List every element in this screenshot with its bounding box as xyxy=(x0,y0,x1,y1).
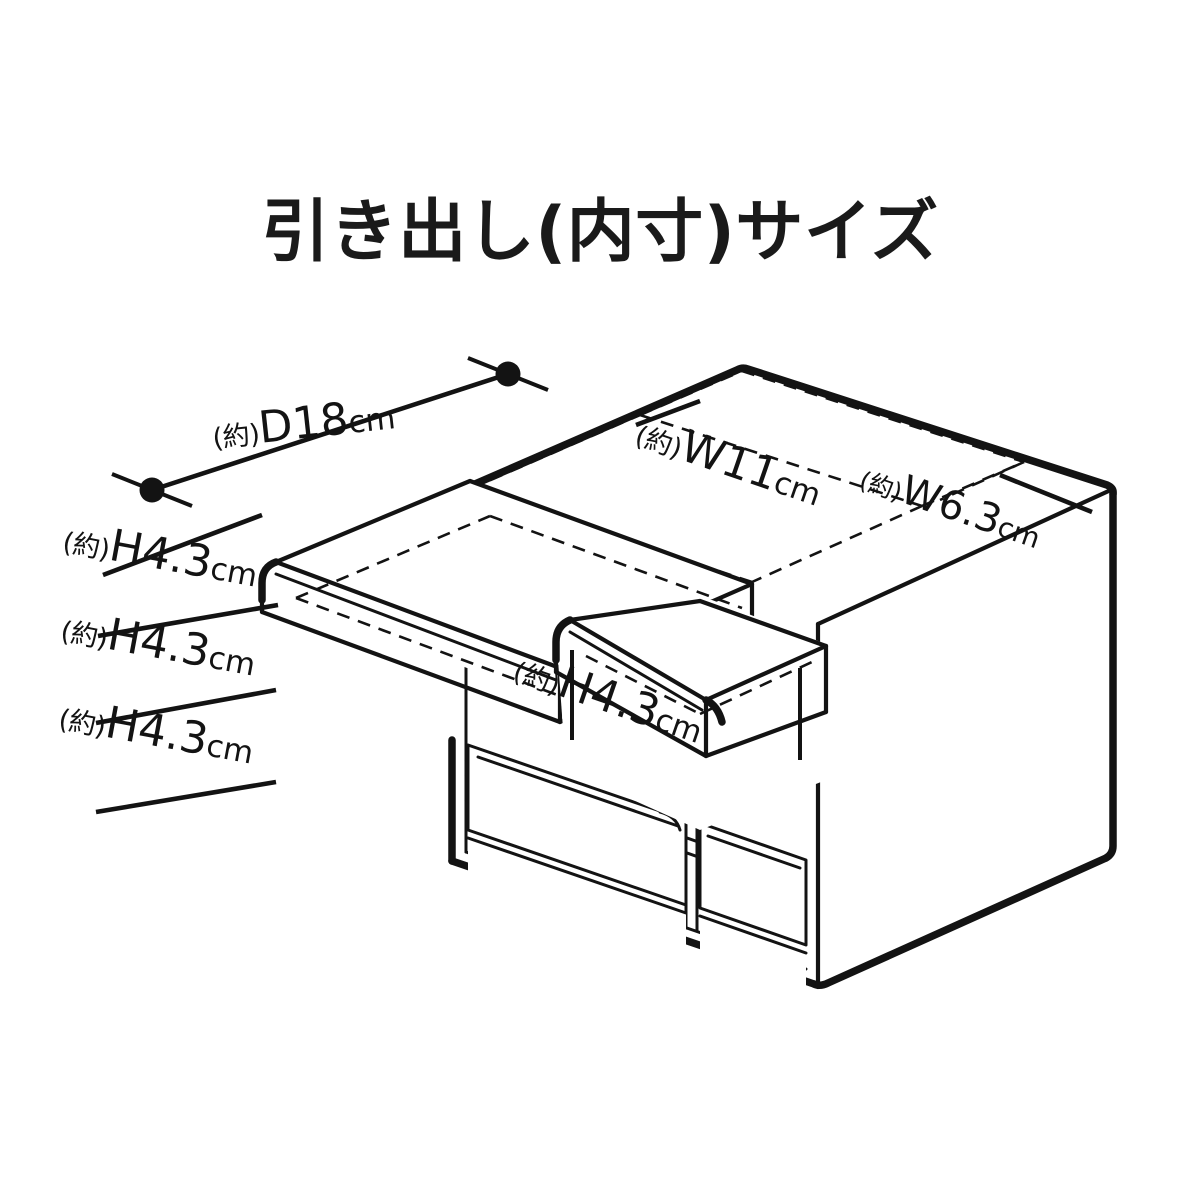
height-3-unit: cm xyxy=(203,727,257,772)
page-title: 引き出し(内寸)サイズ xyxy=(261,193,939,272)
height-2-approx-prefix: (約) xyxy=(58,616,110,656)
height-1-approx-prefix: (約) xyxy=(60,527,112,567)
depth-unit: cm xyxy=(346,400,398,442)
depth-value: D18 xyxy=(256,393,351,454)
height-3-approx-prefix: (約) xyxy=(56,704,108,744)
height-1-unit: cm xyxy=(207,550,261,595)
width-small-leader xyxy=(999,472,1093,515)
small-drawer-height-ticks xyxy=(570,650,802,760)
lower-drawer-fronts xyxy=(466,743,808,995)
small-drawer-pulled-out xyxy=(552,598,829,830)
depth-dimension-line xyxy=(111,356,549,508)
height-2-unit: cm xyxy=(205,639,259,684)
width-large-leader xyxy=(635,398,701,428)
height-dimension-leaders xyxy=(95,512,279,815)
depth-approx-prefix: (約) xyxy=(210,418,262,455)
